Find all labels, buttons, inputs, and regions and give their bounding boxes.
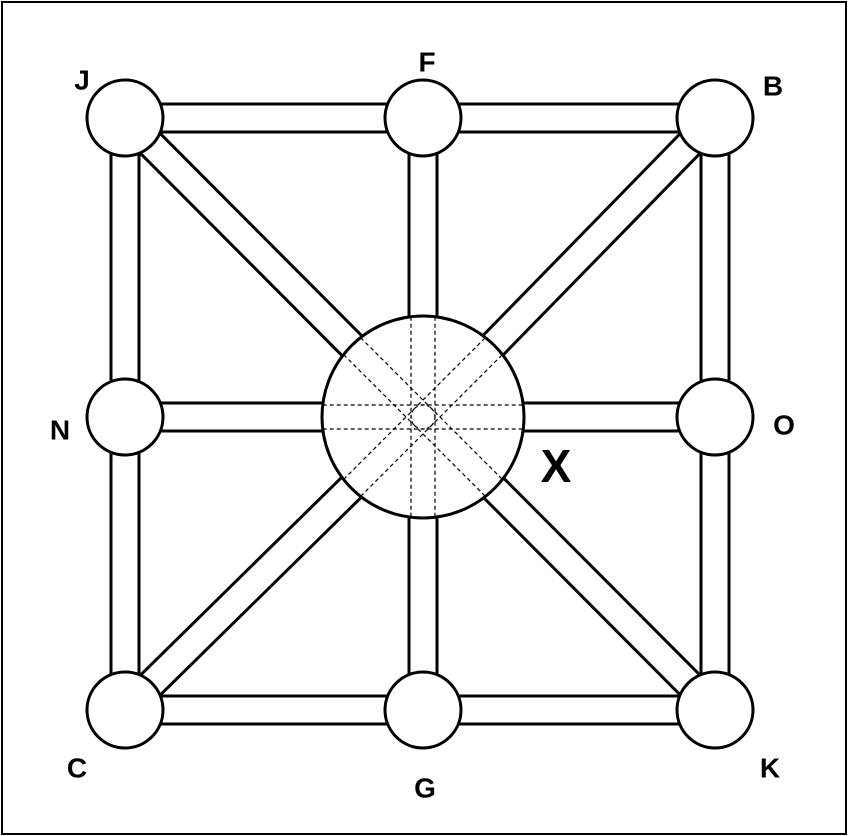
node-label-K: K bbox=[760, 752, 780, 783]
node-label-C: C bbox=[67, 752, 87, 783]
node-N bbox=[85, 377, 165, 457]
node-label-G: G bbox=[414, 772, 436, 803]
hub-guide-lines bbox=[322, 316, 524, 518]
node-B bbox=[675, 78, 755, 158]
node-label-B: B bbox=[763, 70, 783, 101]
edge-C-G bbox=[123, 694, 425, 726]
edge-N-C bbox=[109, 415, 141, 712]
edge-J-N bbox=[109, 116, 141, 419]
marker-x-label: X bbox=[541, 440, 572, 492]
edge-B-O bbox=[699, 116, 731, 419]
node-label-F: F bbox=[418, 46, 435, 77]
label-layer: J F B N O C G K X bbox=[50, 46, 795, 803]
node-layer bbox=[85, 78, 755, 750]
node-label-N: N bbox=[50, 414, 70, 445]
center-hub bbox=[320, 314, 526, 520]
edge-G-K bbox=[421, 694, 717, 726]
node-G bbox=[383, 670, 463, 750]
node-C bbox=[85, 670, 165, 750]
node-label-J: J bbox=[74, 64, 90, 95]
hub-circle bbox=[320, 314, 526, 520]
node-J bbox=[85, 78, 165, 158]
node-F bbox=[383, 78, 463, 158]
node-O bbox=[675, 377, 755, 457]
edge-J-F bbox=[123, 102, 425, 134]
edge-F-B bbox=[421, 102, 717, 134]
node-K bbox=[675, 670, 755, 750]
node-label-O: O bbox=[773, 409, 795, 440]
edge-O-K bbox=[699, 415, 731, 712]
